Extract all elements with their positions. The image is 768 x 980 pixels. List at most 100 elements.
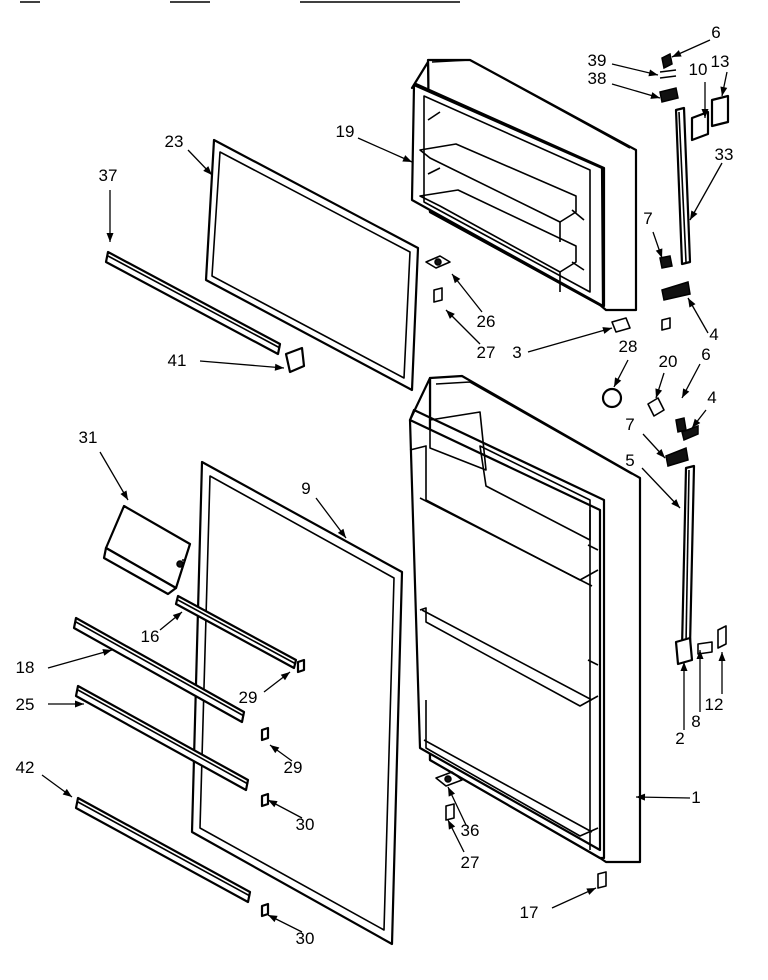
leader-arrowhead <box>636 793 646 801</box>
leader-arrowhead <box>268 915 278 923</box>
door-shelf-rail-16 <box>174 594 298 670</box>
lower-hinge-parts <box>435 771 607 889</box>
door-shelf-rail-42 <box>74 796 252 904</box>
callout-6: 6 <box>681 345 711 399</box>
leader-arrowhead <box>106 233 114 242</box>
leader-arrowhead <box>203 166 212 175</box>
freezer-door <box>410 58 638 312</box>
leader-arrowhead <box>448 820 456 830</box>
dairy-compartment-cover <box>102 504 192 596</box>
callout-2: 2 <box>675 662 688 748</box>
leader-arrowhead <box>268 800 278 808</box>
callout-42: 42 <box>16 758 73 798</box>
callout-8: 8 <box>691 650 704 731</box>
leader-line <box>99 451 129 501</box>
upper-hinge-hardware <box>659 52 730 331</box>
end-cap-30b <box>260 902 270 918</box>
callout-41: 41 <box>168 351 285 371</box>
callout-number: 30 <box>296 815 315 834</box>
leader-arrowhead <box>692 418 701 428</box>
callout-number: 37 <box>99 166 118 185</box>
callout-number: 9 <box>301 479 310 498</box>
callout-number: 16 <box>141 627 160 646</box>
callout-number: 3 <box>512 343 521 362</box>
leader-arrowhead <box>120 490 128 500</box>
callout-number: 27 <box>477 343 496 362</box>
callout-4: 4 <box>691 388 717 429</box>
callout-4: 4 <box>687 297 719 344</box>
callout-7: 7 <box>625 415 666 459</box>
callout-number: 30 <box>296 929 315 948</box>
leader-arrowhead <box>270 745 280 754</box>
callout-19: 19 <box>336 122 413 163</box>
leader-line <box>527 327 613 353</box>
leader-arrowhead <box>656 449 665 458</box>
callout-number: 6 <box>701 345 710 364</box>
callout-number: 6 <box>711 23 720 42</box>
door-shelf-rail-18 <box>72 616 246 724</box>
freezer-shelf-rail <box>104 250 282 356</box>
callout-20: 20 <box>655 352 678 399</box>
callout-12: 12 <box>705 652 726 714</box>
leader-line <box>635 796 691 799</box>
callout-number: 39 <box>588 51 607 70</box>
callout-number: 28 <box>619 337 638 356</box>
leader-arrowhead <box>682 388 690 398</box>
callout-23: 23 <box>165 132 213 176</box>
callout-33: 33 <box>689 145 734 221</box>
callout-17: 17 <box>520 887 597 922</box>
leader-arrowhead <box>402 155 412 162</box>
leader-arrowhead <box>448 787 456 797</box>
callout-29: 29 <box>239 671 291 707</box>
callout-number: 26 <box>477 312 496 331</box>
leader-line <box>199 360 285 369</box>
leader-arrowhead <box>680 662 688 671</box>
leader-arrowhead <box>688 298 696 308</box>
leader-arrowhead <box>648 69 658 77</box>
callout-6: 6 <box>671 23 721 58</box>
callout-number: 36 <box>461 821 480 840</box>
callout-number: 10 <box>689 60 708 79</box>
end-cap-30a <box>260 792 270 808</box>
end-cap-29a <box>296 658 306 674</box>
callout-7: 7 <box>643 209 663 259</box>
callout-25: 25 <box>16 695 84 714</box>
callout-36: 36 <box>447 786 480 840</box>
leader-arrowhead <box>614 377 622 387</box>
leader-line <box>641 467 681 509</box>
callout-27: 27 <box>445 309 496 362</box>
leader-arrowhead <box>75 700 84 708</box>
callout-1: 1 <box>635 788 701 807</box>
callout-number: 7 <box>643 209 652 228</box>
callout-29: 29 <box>269 744 303 777</box>
leader-line <box>689 162 723 221</box>
callout-13: 13 <box>711 52 730 97</box>
callout-number: 29 <box>239 688 258 707</box>
callout-number: 29 <box>284 758 303 777</box>
fresh-food-door-gasket <box>190 460 404 946</box>
leader-arrowhead <box>280 672 290 681</box>
callout-10: 10 <box>689 60 709 118</box>
end-cap-29b <box>260 726 270 742</box>
callout-number: 25 <box>16 695 35 714</box>
callout-number: 13 <box>711 52 730 71</box>
leader-arrowhead <box>274 363 284 371</box>
callout-9: 9 <box>301 479 347 539</box>
callout-30: 30 <box>267 799 315 834</box>
leader-arrowhead <box>602 327 612 334</box>
callout-3: 3 <box>512 327 613 362</box>
leader-arrowhead <box>452 274 461 284</box>
leader-arrowhead <box>102 649 112 656</box>
leader-arrowhead <box>446 310 455 319</box>
leader-arrowhead <box>586 888 596 895</box>
callout-38: 38 <box>588 69 661 99</box>
callout-37: 37 <box>99 166 118 242</box>
leader-arrowhead <box>172 612 182 621</box>
callout-number: 5 <box>625 451 634 470</box>
callout-number: 20 <box>659 352 678 371</box>
leader-arrowhead <box>672 50 682 57</box>
callout-39: 39 <box>588 51 659 77</box>
callout-number: 33 <box>715 145 734 164</box>
freezer-lower-hinge-parts <box>425 255 631 333</box>
